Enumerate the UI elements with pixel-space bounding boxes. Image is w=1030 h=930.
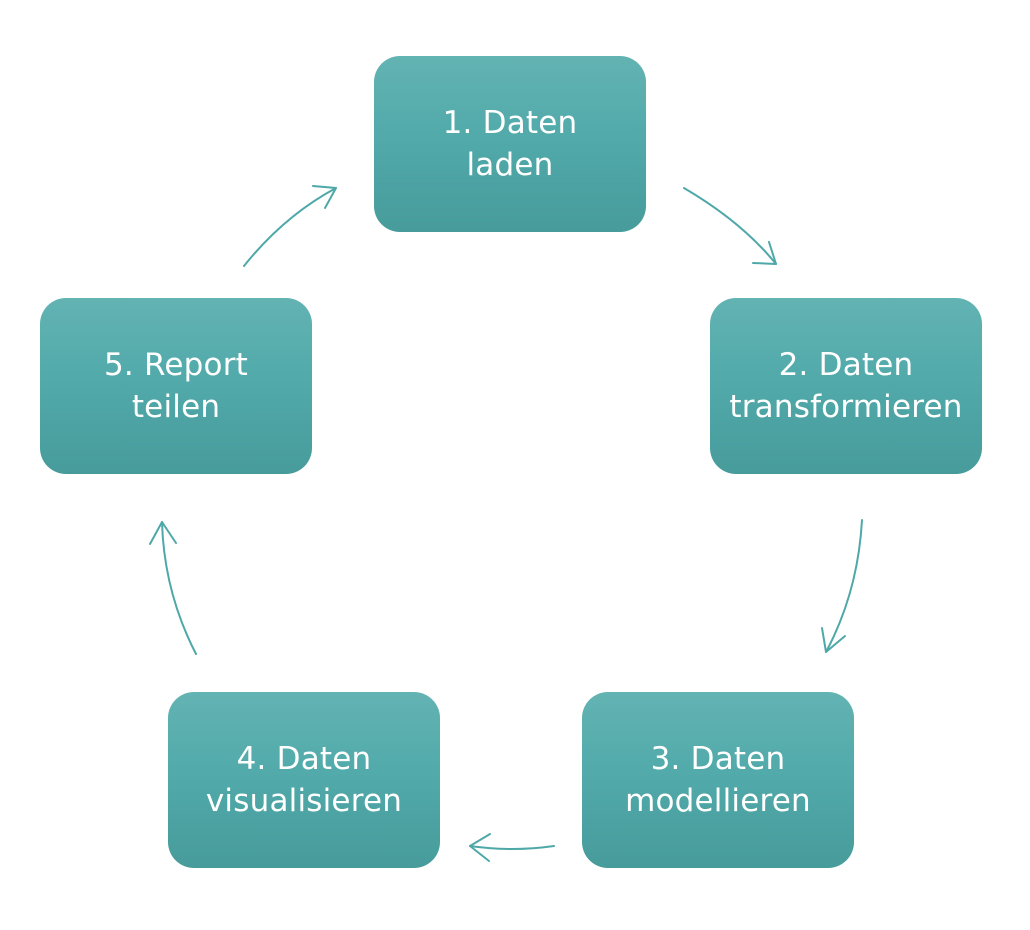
- arrow-1-to-2: [683, 187, 777, 265]
- arrow-3-to-4-shaft: [469, 845, 555, 850]
- arrow-2-to-3: [821, 519, 863, 653]
- arrow-4-to-5-head: [149, 521, 177, 545]
- arrow-3-to-4-head: [469, 833, 491, 862]
- step-box-line-2: transformieren: [729, 389, 963, 425]
- arrow-5-to-1-head: [312, 185, 337, 209]
- step-box-line-2: modellieren: [625, 783, 811, 819]
- step-box-line-1: 4. Daten: [236, 741, 372, 777]
- step-box-line-1: 2. Daten: [778, 347, 914, 383]
- step-box-line-2: visualisieren: [205, 783, 403, 819]
- step-box-line-1: 5. Report: [104, 347, 248, 383]
- arrow-4-to-5: [149, 521, 197, 655]
- arrow-1-to-2-shaft: [683, 187, 777, 265]
- step-box-line-2: teilen: [131, 389, 221, 425]
- arrow-3-to-4: [469, 833, 555, 862]
- step-box-daten-visualisieren: 4. Daten visualisieren: [168, 692, 440, 868]
- step-box-daten-modellieren: 3. Daten modellieren: [582, 692, 854, 868]
- step-box-line-1: 3. Daten: [650, 741, 786, 777]
- step-box-line-1: 1. Daten: [442, 105, 578, 141]
- arrow-5-to-1-shaft: [243, 187, 337, 267]
- step-box-daten-transformieren: 2. Daten transformieren: [710, 298, 982, 474]
- step-box-line-2: laden: [466, 147, 554, 183]
- step-box-daten-laden: 1. Daten laden: [374, 56, 646, 232]
- arrow-4-to-5-shaft: [161, 521, 197, 655]
- arrow-5-to-1: [243, 185, 337, 267]
- step-box-report-teilen: 5. Report teilen: [40, 298, 312, 474]
- arrow-2-to-3-head: [821, 627, 846, 653]
- arrow-1-to-2-head: [752, 241, 777, 265]
- arrow-2-to-3-shaft: [825, 519, 863, 653]
